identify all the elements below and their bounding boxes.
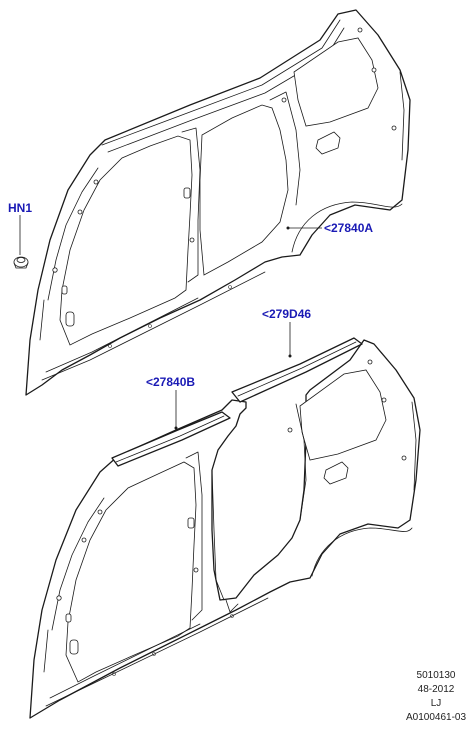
reference-line-2: 48-2012	[418, 684, 455, 695]
callout-27840a: <27840A	[324, 221, 373, 235]
reference-line-1: 5010130	[417, 670, 456, 681]
reference-line-3: LJ	[431, 698, 442, 709]
lower-body-side-panel	[29, 337, 421, 719]
callout-hn1: HN1	[8, 201, 32, 215]
reference-block: 5010130 48-2012 LJ A0100461-03	[406, 670, 466, 723]
callout-27840b: <27840B	[146, 375, 195, 389]
leader-lines	[174, 226, 322, 430]
callout-279d46: <279D46	[262, 307, 311, 321]
upper-body-side-panel	[25, 9, 411, 396]
reference-line-4: A0100461-03	[406, 712, 466, 723]
clip-fastener-hn1	[13, 215, 29, 269]
